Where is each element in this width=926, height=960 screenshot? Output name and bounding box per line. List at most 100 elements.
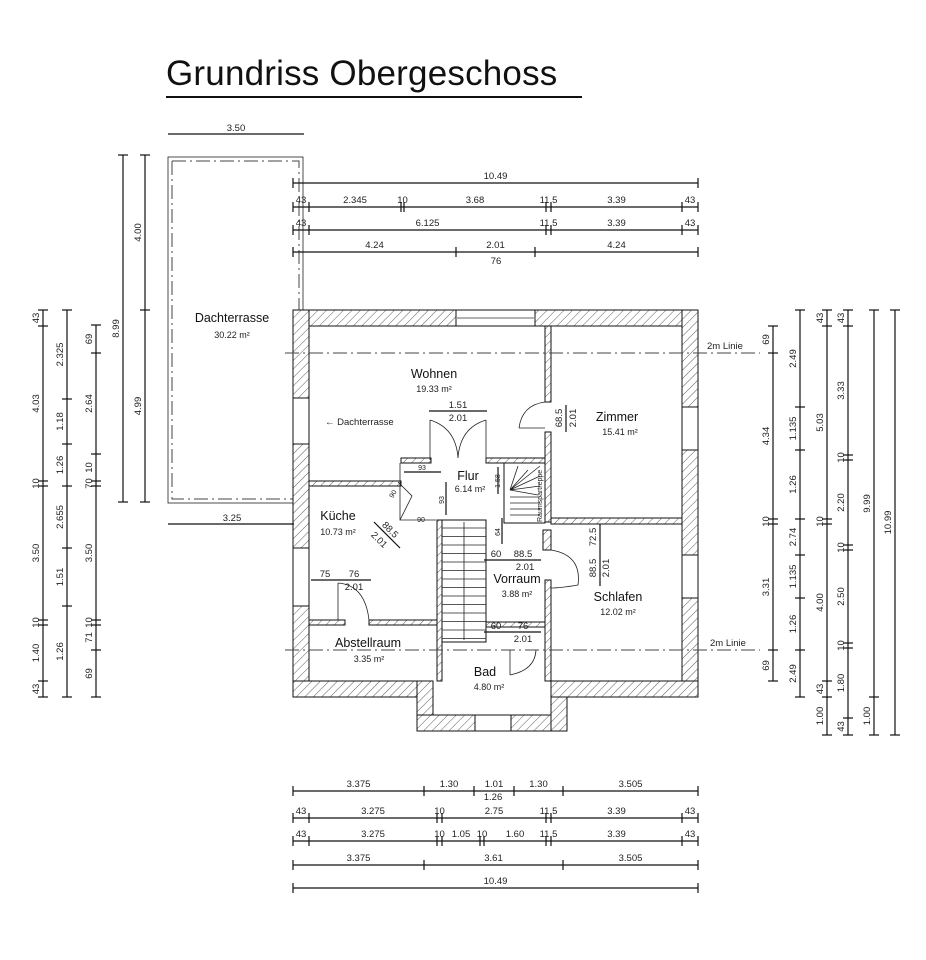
dim-text: 2.75 [485, 806, 504, 817]
dim-text: 1.05 [452, 829, 471, 840]
dim-text: 2.345 [343, 195, 367, 206]
exterior-walls [292, 309, 699, 732]
room-name-vorraum: Vorraum [493, 572, 540, 586]
dim-text: 1.51 [55, 568, 66, 587]
room-name-schlafen: Schlafen [594, 590, 643, 604]
dim-text: 2.01 [568, 409, 579, 428]
room-name-dachterrasse: Dachterrasse [195, 311, 269, 325]
dim-text: 3.275 [361, 829, 385, 840]
dim-text: 10.99 [883, 511, 894, 535]
room-labels: Dachterrasse 30.22 m² Wohnen 19.33 m² Zi… [195, 311, 643, 692]
dim-text: 10 [31, 617, 42, 628]
dim-text: 2.01 [601, 559, 612, 578]
dim-text: 3.39 [607, 218, 626, 229]
dim-text: 1.01 [485, 779, 504, 790]
dim-text: 69 [761, 660, 772, 671]
dim-text: 3.31 [761, 578, 772, 597]
dim-text: 4.00 [133, 223, 144, 242]
room-name-bad: Bad [474, 665, 496, 679]
dim-text: 43 [685, 829, 696, 840]
room-name-flur: Flur [457, 469, 479, 483]
dim-text: 43 [296, 195, 307, 206]
dim-text: 4.24 [607, 240, 626, 251]
dim-text: 76 [491, 256, 502, 267]
dim-text: 2.655 [55, 505, 66, 529]
dim-text: 10 [84, 462, 95, 473]
dim-text: 43 [815, 684, 826, 695]
dim-text: 76 [518, 621, 529, 632]
dim-text: 10 [836, 542, 847, 553]
line-label-2m-top: 2m Linie [707, 341, 743, 352]
dim-text: 1.00 [862, 707, 873, 726]
dim-text: 2.01 [516, 562, 535, 573]
dim-text: 93 [418, 465, 426, 472]
dim-text: 1.18 [55, 412, 66, 431]
dim-text: 4.00 [815, 593, 826, 612]
dim-text: 10 [397, 195, 408, 206]
dim-text: 8.99 [111, 319, 122, 338]
room-area-flur: 6.14 m² [455, 484, 486, 494]
dim-text: 10 [84, 617, 95, 628]
dim-text: 88.5 [514, 549, 533, 560]
dim-text: 70 [84, 478, 95, 489]
drawing-title: Grundriss Obergeschoss [166, 54, 558, 93]
dim-text: 3.33 [836, 381, 847, 400]
dim-text: 43 [31, 684, 42, 695]
space-saving-staircase [503, 462, 546, 524]
dim-text: 2.01 [486, 240, 505, 251]
dim-text: 43 [685, 806, 696, 817]
dim-text: 3.505 [619, 853, 643, 864]
dim-text: 10 [815, 516, 826, 527]
dim-text: 2.325 [55, 343, 66, 367]
dim-text: 11.5 [540, 829, 558, 840]
dim-text: 69 [761, 334, 772, 345]
room-name-kueche: Küche [320, 509, 355, 523]
room-area-bad: 4.80 m² [474, 682, 505, 692]
dim-text: 3.505 [619, 779, 643, 790]
main-staircase [441, 519, 487, 643]
dim-text: 2.49 [788, 664, 799, 683]
dim-text: 3.61 [484, 853, 503, 864]
dim-text: 2.49 [788, 349, 799, 368]
dim-text: 2.74 [788, 528, 799, 547]
dim-text: 43 [685, 195, 696, 206]
dim-text: 3.50 [227, 123, 246, 134]
dim-text: 1.26 [788, 475, 799, 494]
room-name-wohnen: Wohnen [411, 367, 457, 381]
dim-text: 4.03 [31, 394, 42, 413]
dim-text: 1.135 [788, 565, 799, 589]
dim-text: 43 [685, 218, 696, 229]
room-name-zimmer: Zimmer [596, 410, 638, 424]
dim-text: 2.50 [836, 587, 847, 606]
dim-text: 11.5 [540, 218, 558, 229]
dim-text: 69 [84, 668, 95, 679]
dim-text: 1.30 [440, 779, 459, 790]
dim-text: 1.80 [836, 674, 847, 693]
room-name-abstellraum: Abstellraum [335, 636, 401, 650]
dim-text: 2.64 [84, 394, 95, 413]
dim-text: 10.49 [484, 171, 508, 182]
dim-text: 2.01 [345, 582, 364, 593]
dim-text: 43 [836, 721, 847, 732]
dim-text: 3.375 [347, 853, 371, 864]
room-area-kueche: 10.73 m² [320, 527, 356, 537]
dim-text: 43 [815, 313, 826, 324]
dim-text: 71 [84, 632, 95, 643]
title-underline [166, 96, 582, 98]
dim-text: 1.40 [31, 644, 42, 663]
dim-text: 64 [495, 528, 502, 536]
dim-text: 1.51 [449, 400, 468, 411]
dim-text: 3.50 [31, 544, 42, 563]
dim-text: 3.25 [223, 513, 242, 524]
dim-text: 60 [491, 621, 502, 632]
dim-text: 10 [836, 640, 847, 651]
room-area-abstellraum: 3.35 m² [354, 654, 385, 664]
dim-text: 5.03 [815, 413, 826, 432]
dim-text: 3.39 [607, 829, 626, 840]
dim-text: 1.26 [788, 615, 799, 634]
room-area-wohnen: 19.33 m² [416, 384, 452, 394]
dim-text: 76 [349, 569, 360, 580]
dim-text: 43 [31, 313, 42, 324]
